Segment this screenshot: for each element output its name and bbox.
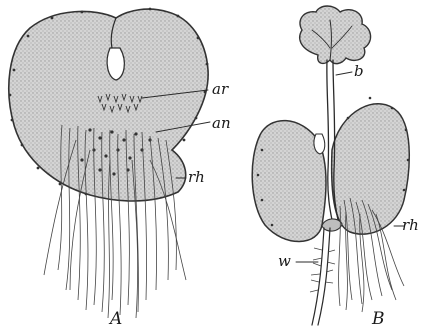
caption-b: B <box>371 309 385 328</box>
young-frond <box>300 6 371 64</box>
label-b: b <box>354 62 364 80</box>
prothallus-b-right <box>332 104 410 234</box>
primary-root <box>312 228 330 325</box>
label-rh-b: rh <box>402 216 419 234</box>
caption-a: A <box>108 309 122 328</box>
label-ar: ar <box>212 80 229 98</box>
prothallus-a <box>9 9 208 201</box>
panel-b: b w rh B <box>252 6 419 328</box>
apical-notch <box>107 48 124 80</box>
foot <box>322 219 342 231</box>
panel-a: ar an rh A <box>9 8 231 328</box>
notch-b <box>314 134 325 154</box>
label-w: w <box>278 252 291 270</box>
label-rh-a: rh <box>188 168 205 186</box>
label-an: an <box>212 114 231 132</box>
